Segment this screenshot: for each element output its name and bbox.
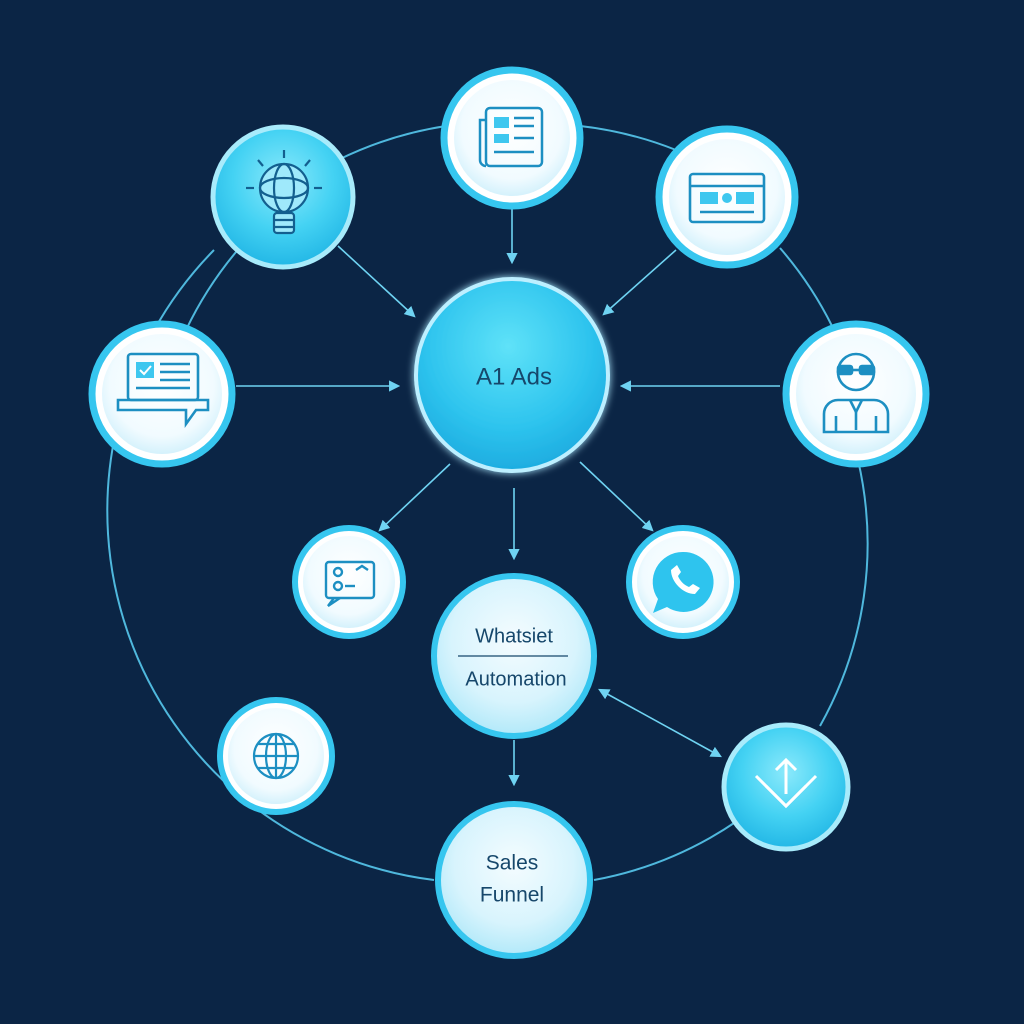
laptop-chat-icon xyxy=(116,352,210,429)
hub-label: A1 Ads xyxy=(476,363,552,390)
whatsapp-icon xyxy=(652,551,714,613)
globe-icon xyxy=(252,732,300,780)
laptop-chat-node[interactable] xyxy=(88,320,236,468)
person-node[interactable] xyxy=(782,320,930,468)
sales-funnel-node[interactable]: Sales Funnel xyxy=(435,801,593,959)
newspaper-icon xyxy=(478,106,544,168)
connector-hub-chatboard xyxy=(378,463,451,532)
automation-label-line2: Automation xyxy=(465,668,566,690)
funnel-label-line2: Funnel xyxy=(480,884,544,907)
connectors xyxy=(236,206,780,787)
globe-node[interactable] xyxy=(217,697,335,815)
arrow-box-icon xyxy=(754,757,818,809)
businessman-icon xyxy=(822,352,890,434)
outer-ring-right-upper xyxy=(779,247,833,327)
outer-ring-left-upper xyxy=(185,251,237,331)
outer-ring-top-left xyxy=(337,125,447,161)
monitor-icon xyxy=(688,172,766,224)
monitor-node[interactable] xyxy=(655,125,799,269)
newspaper-node[interactable] xyxy=(440,66,584,210)
connector-automation-arrowbox xyxy=(598,688,722,758)
whatsapp-node[interactable] xyxy=(626,525,740,639)
funnel-label-line1: Sales xyxy=(486,852,539,875)
connector-monitor-hub xyxy=(602,249,677,316)
outer-ring-top-right xyxy=(579,125,677,151)
hub-node[interactable]: A1 Ads xyxy=(414,277,610,473)
arrow-box-node[interactable] xyxy=(721,722,851,852)
lightbulb-icon xyxy=(246,150,322,235)
chat-board-icon xyxy=(324,560,376,607)
outer-ring-right-lower xyxy=(819,459,869,727)
chat-board-node[interactable] xyxy=(292,525,406,639)
automation-label-line1: Whatsiet xyxy=(475,625,553,647)
connector-lightbulb-hub xyxy=(337,245,416,318)
lightbulb-node[interactable] xyxy=(210,124,356,270)
connector-hub-whatsapp xyxy=(579,461,654,532)
whatsapp-automation-node[interactable]: Whatsiet Automation xyxy=(431,573,597,739)
